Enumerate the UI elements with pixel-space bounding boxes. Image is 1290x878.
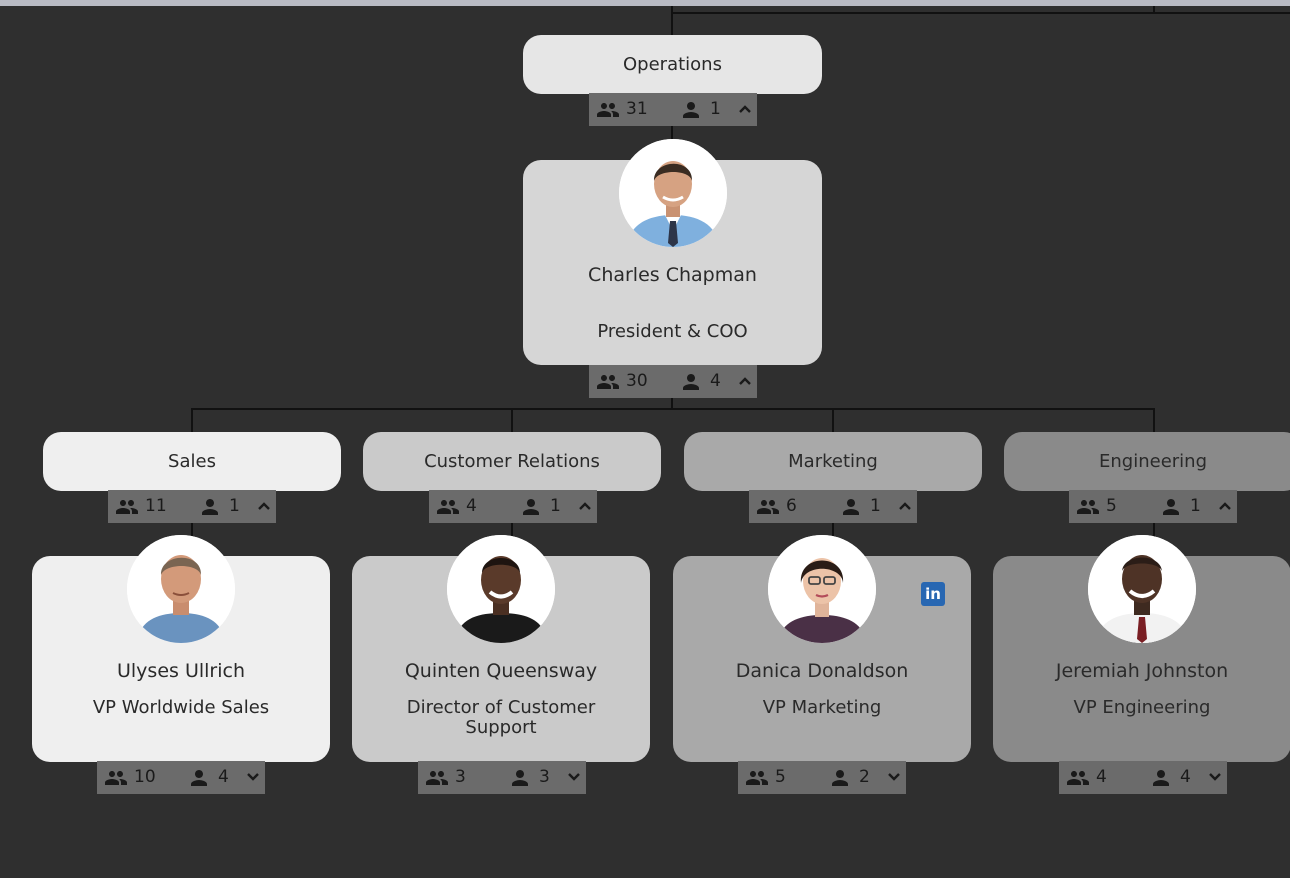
reports-count: 1 bbox=[550, 496, 561, 516]
quinten-counts-strip: 3 3 bbox=[418, 761, 586, 794]
customer-relations-counts-strip: 4 1 bbox=[429, 490, 597, 523]
department-node-marketing[interactable]: Marketing bbox=[684, 432, 982, 491]
members-count: 30 bbox=[626, 371, 648, 391]
reports-count: 4 bbox=[1180, 767, 1191, 787]
ulyses-counts-strip: 10 4 bbox=[97, 761, 265, 794]
people-icon bbox=[103, 766, 129, 790]
person-name: Quinten Queensway bbox=[404, 660, 598, 682]
charles-counts-strip: 30 4 bbox=[589, 365, 757, 398]
chevron-down-icon[interactable] bbox=[246, 770, 260, 784]
people-icon bbox=[114, 495, 140, 519]
person-icon bbox=[679, 370, 703, 394]
avatar-danica-donaldson bbox=[768, 535, 876, 643]
department-label: Sales bbox=[168, 451, 216, 472]
linkedin-icon[interactable]: in bbox=[921, 582, 945, 606]
connector-engineering-drop bbox=[1153, 408, 1155, 432]
person-name: Ulyses Ullrich bbox=[117, 660, 245, 682]
connector-marketing-drop bbox=[832, 408, 834, 432]
reports-count: 2 bbox=[859, 767, 870, 787]
members-count: 31 bbox=[626, 99, 648, 119]
engineering-counts-strip: 5 1 bbox=[1069, 490, 1237, 523]
connector-custrel-drop bbox=[511, 408, 513, 432]
reports-count: 4 bbox=[218, 767, 229, 787]
top-scroll-edge bbox=[0, 0, 1290, 6]
connector-children-horizontal bbox=[191, 408, 1155, 410]
department-node-customer-relations[interactable]: Customer Relations bbox=[363, 432, 661, 491]
chevron-up-icon[interactable] bbox=[257, 499, 271, 513]
reports-count: 1 bbox=[870, 496, 881, 516]
operations-counts-strip: 31 1 bbox=[589, 93, 757, 126]
department-node-sales[interactable]: Sales bbox=[43, 432, 341, 491]
members-count: 10 bbox=[134, 767, 156, 787]
avatar-jeremiah-johnston bbox=[1088, 535, 1196, 643]
marketing-counts-strip: 6 1 bbox=[749, 490, 917, 523]
person-name: Charles Chapman bbox=[588, 264, 757, 286]
members-count: 3 bbox=[455, 767, 466, 787]
person-title-line2: Support bbox=[465, 717, 537, 738]
person-title: VP Engineering bbox=[1073, 697, 1211, 718]
department-label: Customer Relations bbox=[424, 451, 600, 472]
connector-parent-line bbox=[671, 6, 673, 36]
person-name: Jeremiah Johnston bbox=[1055, 660, 1229, 682]
members-count: 5 bbox=[1106, 496, 1117, 516]
person-title: President & COO bbox=[597, 321, 748, 342]
danica-counts-strip: 5 2 bbox=[738, 761, 906, 794]
chevron-up-icon[interactable] bbox=[898, 499, 912, 513]
avatar-quinten-queensway bbox=[447, 535, 555, 643]
person-title: VP Worldwide Sales bbox=[92, 697, 270, 718]
reports-count: 3 bbox=[539, 767, 550, 787]
people-icon bbox=[1065, 766, 1091, 790]
person-icon bbox=[1149, 766, 1173, 790]
person-icon bbox=[828, 766, 852, 790]
person-name: Danica Donaldson bbox=[735, 660, 909, 682]
chevron-up-icon[interactable] bbox=[738, 374, 752, 388]
members-count: 4 bbox=[1096, 767, 1107, 787]
department-node-operations[interactable]: Operations bbox=[523, 35, 822, 94]
person-icon bbox=[187, 766, 211, 790]
people-icon bbox=[755, 495, 781, 519]
people-icon bbox=[1075, 495, 1101, 519]
connector-parent-horizontal bbox=[671, 12, 1290, 14]
avatar-ulyses-ullrich bbox=[127, 535, 235, 643]
reports-count: 1 bbox=[710, 99, 721, 119]
department-label: Engineering bbox=[1099, 451, 1207, 472]
connector-children-trunk bbox=[671, 397, 673, 409]
avatar-charles-chapman bbox=[619, 139, 727, 247]
person-icon bbox=[839, 495, 863, 519]
people-icon bbox=[595, 98, 621, 122]
people-icon bbox=[595, 370, 621, 394]
people-icon bbox=[424, 766, 450, 790]
person-icon bbox=[508, 766, 532, 790]
person-icon bbox=[519, 495, 543, 519]
members-count: 4 bbox=[466, 496, 477, 516]
reports-count: 4 bbox=[710, 371, 721, 391]
connector-sales-drop bbox=[191, 408, 193, 432]
connector-parent-drop bbox=[1153, 6, 1155, 13]
department-label: Marketing bbox=[788, 451, 878, 472]
chevron-down-icon[interactable] bbox=[567, 770, 581, 784]
members-count: 11 bbox=[145, 496, 167, 516]
members-count: 5 bbox=[775, 767, 786, 787]
chevron-up-icon[interactable] bbox=[578, 499, 592, 513]
sales-counts-strip: 11 1 bbox=[108, 490, 276, 523]
chevron-down-icon[interactable] bbox=[887, 770, 901, 784]
people-icon bbox=[435, 495, 461, 519]
members-count: 6 bbox=[786, 496, 797, 516]
person-title: VP Marketing bbox=[762, 697, 882, 718]
person-title-line1: Director of Customer bbox=[406, 697, 596, 718]
jeremiah-counts-strip: 4 4 bbox=[1059, 761, 1227, 794]
person-icon bbox=[198, 495, 222, 519]
department-node-engineering[interactable]: Engineering bbox=[1004, 432, 1290, 491]
people-icon bbox=[744, 766, 770, 790]
person-icon bbox=[679, 98, 703, 122]
reports-count: 1 bbox=[229, 496, 240, 516]
chevron-up-icon[interactable] bbox=[738, 102, 752, 116]
chevron-down-icon[interactable] bbox=[1208, 770, 1222, 784]
department-label: Operations bbox=[623, 54, 722, 75]
reports-count: 1 bbox=[1190, 496, 1201, 516]
chevron-up-icon[interactable] bbox=[1218, 499, 1232, 513]
person-icon bbox=[1159, 495, 1183, 519]
